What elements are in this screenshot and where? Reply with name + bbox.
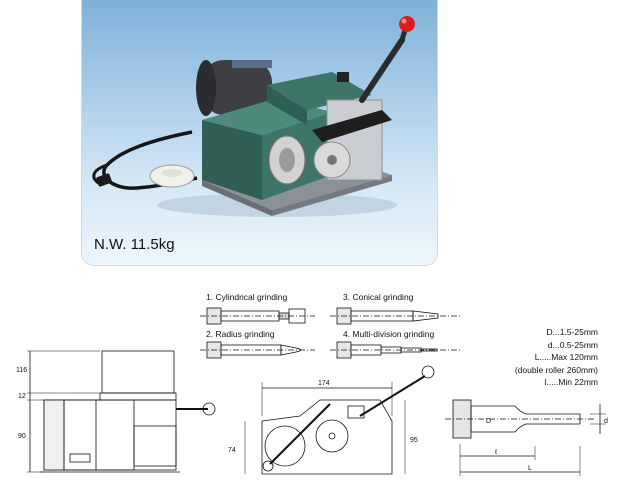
grinder-machine-illustration bbox=[92, 16, 415, 217]
dim-95: 95 bbox=[410, 437, 418, 444]
workpiece-label-l: ℓ bbox=[494, 449, 498, 456]
cylindrical-grinding-sketch bbox=[200, 307, 315, 325]
multi-division-grinding-sketch bbox=[330, 341, 460, 359]
front-view-drawing bbox=[244, 365, 435, 475]
technical-drawing: 1. Cylindrical grinding 3. Conical grind… bbox=[16, 292, 608, 476]
dim-90: 90 bbox=[18, 433, 26, 440]
spec-d: d...0.5-25mm bbox=[547, 339, 598, 350]
spec-roller: (double roller 260mm) bbox=[514, 364, 598, 375]
radius-grinding-label: 2. Radius grinding bbox=[206, 329, 275, 339]
conical-grinding-label: 3. Conical grinding bbox=[343, 292, 414, 302]
multi-division-grinding-label: 4. Multi-division grinding bbox=[343, 329, 434, 339]
spec-D: D...1.5-25mm bbox=[546, 327, 599, 337]
conical-grinding-sketch bbox=[330, 307, 460, 325]
workpiece-label-L: L bbox=[528, 465, 532, 472]
product-photo-panel: N.W. 11.5kg bbox=[82, 0, 437, 265]
net-weight-label: N.W. 11.5kg bbox=[94, 236, 175, 253]
dim-116: 116 bbox=[16, 367, 27, 374]
radius-grinding-sketch bbox=[200, 341, 315, 359]
spec-L: L.....Max 120mm bbox=[534, 352, 598, 362]
workpiece-drawing bbox=[445, 399, 606, 476]
dim-74: 74 bbox=[228, 447, 236, 454]
cylindrical-grinding-label: 1. Cylindrical grinding bbox=[206, 292, 288, 302]
spec-list: D...1.5-25mm d...0.5-25mm L.....Max 120m… bbox=[478, 326, 598, 389]
dim-12: 12 bbox=[18, 393, 26, 400]
spec-l: l.....Min 22mm bbox=[544, 377, 598, 387]
workpiece-label-D: D bbox=[486, 418, 491, 425]
workpiece-label-d: d bbox=[604, 418, 608, 425]
side-view-drawing bbox=[27, 350, 216, 473]
dim-174: 174 bbox=[318, 380, 330, 387]
